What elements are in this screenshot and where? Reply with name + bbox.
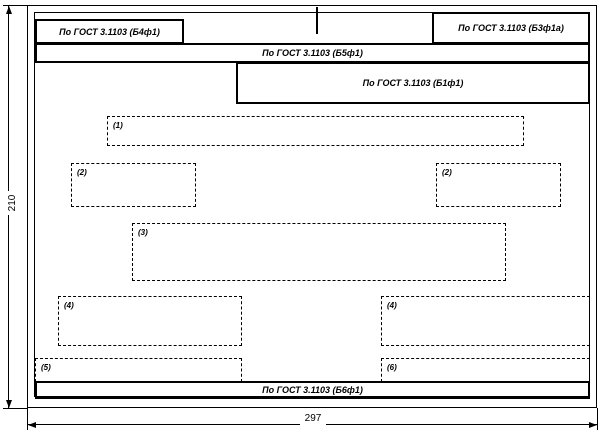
cell-b4f1-label: По ГОСТ 3.1103 (Б4ф1): [59, 26, 160, 37]
zone-4-left: (4): [58, 296, 242, 346]
zone-4-right: (4): [381, 296, 590, 346]
cell-b3f1a-label: По ГОСТ 3.1103 (Б3ф1а): [458, 23, 564, 33]
zone-6: (6): [381, 358, 590, 382]
zone-1-label: (1): [113, 121, 123, 130]
zone-2-left: (2): [71, 163, 196, 207]
height-extension-top: [3, 5, 27, 6]
zone-3: (3): [132, 223, 506, 281]
height-extension-bottom: [3, 408, 27, 409]
outer-sheet-frame: [27, 5, 597, 408]
zone-4-right-label: (4): [387, 301, 397, 310]
arrow-left-icon: [28, 422, 36, 428]
zone-5: (5): [35, 358, 242, 382]
cell-b6f1-label: По ГОСТ 3.1103 (Б6ф1): [262, 385, 363, 395]
center-mark: [316, 7, 318, 34]
cell-b6f1: По ГОСТ 3.1103 (Б6ф1): [35, 381, 590, 399]
cell-b5f1-label: По ГОСТ 3.1103 (Б5ф1): [262, 48, 363, 58]
cell-b3f1a: По ГОСТ 3.1103 (Б3ф1а): [432, 12, 590, 44]
zone-3-label: (3): [138, 228, 148, 237]
arrow-up-icon: [6, 6, 12, 14]
zone-4-left-label: (4): [64, 301, 74, 310]
zone-2-right-label: (2): [442, 168, 452, 177]
height-dimension-label: 210: [6, 191, 20, 215]
cell-b1f1: По ГОСТ 3.1103 (Б1ф1): [236, 62, 590, 104]
width-extension-right: [597, 408, 598, 430]
arrow-down-icon: [6, 400, 12, 408]
zone-5-label: (5): [41, 363, 51, 372]
zone-2-right: (2): [436, 163, 561, 207]
zone-2-left-label: (2): [77, 168, 87, 177]
width-dimension-label: 297: [300, 413, 326, 425]
arrow-right-icon: [589, 422, 597, 428]
zone-1: (1): [107, 116, 524, 146]
zone-6-label: (6): [387, 363, 397, 372]
cell-b4f1: По ГОСТ 3.1103 (Б4ф1): [35, 19, 184, 44]
inner-sheet-frame: [34, 12, 590, 397]
cell-b5f1: По ГОСТ 3.1103 (Б5ф1): [35, 43, 590, 63]
width-extension-left: [27, 408, 28, 430]
cell-b1f1-label: По ГОСТ 3.1103 (Б1ф1): [362, 78, 464, 88]
